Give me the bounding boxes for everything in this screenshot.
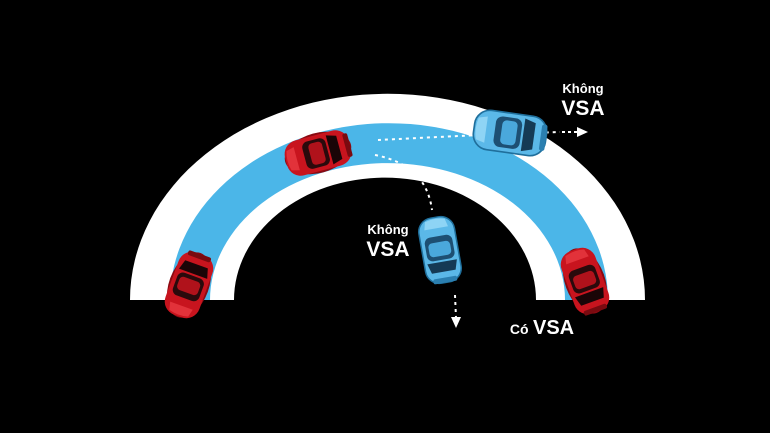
- blue-car-icon: [415, 213, 465, 287]
- skid-path-outward: [377, 131, 561, 141]
- label-with-vsa: Có VSA: [492, 318, 592, 338]
- arrow-down-icon: [451, 317, 461, 328]
- label-without-vsa-middle: Không VSA: [357, 223, 419, 260]
- label-without-vsa-top-line2: VSA: [561, 97, 605, 120]
- label-with-vsa-prefix: Có: [509, 321, 529, 337]
- label-with-vsa-main: VSA: [533, 317, 575, 339]
- label-without-vsa-top-line1: Không: [562, 81, 604, 96]
- arrow-right-icon: [562, 127, 588, 137]
- label-without-vsa-middle-line1: Không: [367, 222, 409, 237]
- skid-path-inward: [374, 154, 433, 211]
- road-blue-band: [170, 123, 608, 300]
- label-without-vsa-top: Không VSA: [548, 82, 618, 119]
- label-without-vsa-middle-line2: VSA: [366, 238, 410, 261]
